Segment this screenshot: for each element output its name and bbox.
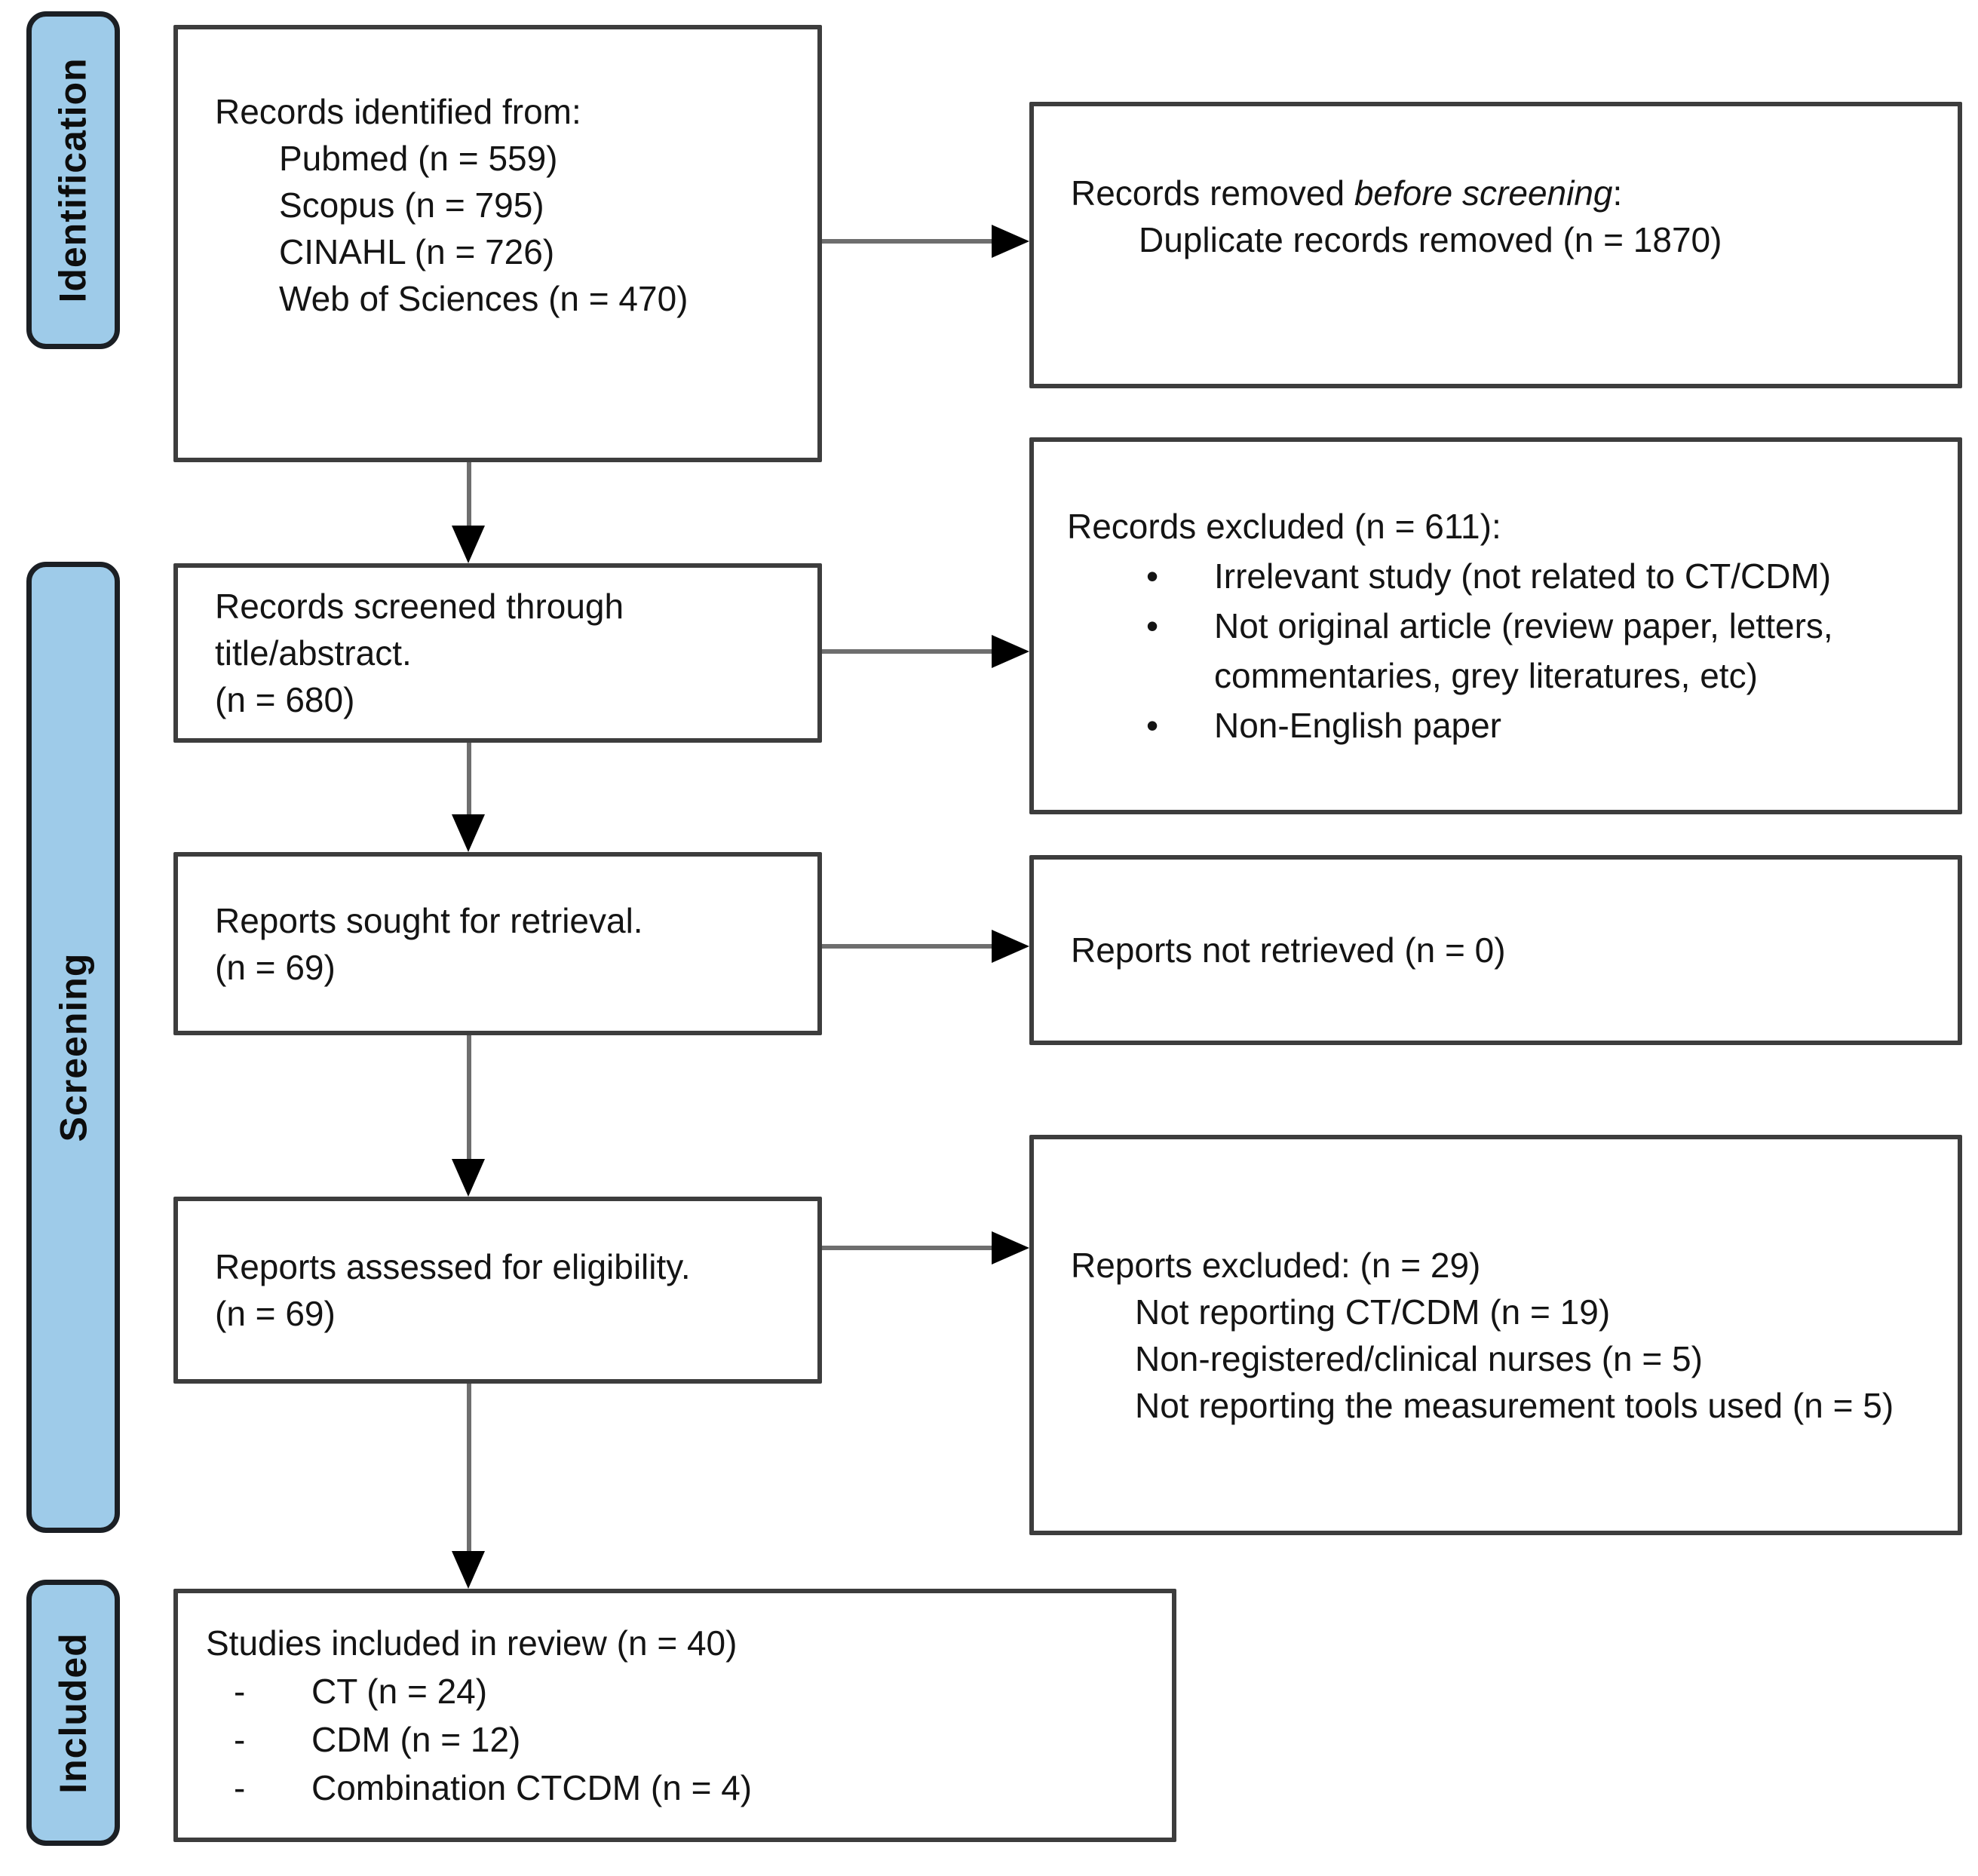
exclusion-item: Non-registered/clinical nurses (n = 5) xyxy=(1135,1338,1703,1378)
exclusion-item: • Not original article (review paper, le… xyxy=(1067,601,1940,700)
arrow-identified-to-removed-shaft xyxy=(822,239,993,244)
stage-label-screening: Screening xyxy=(52,952,94,1142)
box-line: (n = 680) xyxy=(215,680,355,719)
box-line: (n = 69) xyxy=(215,1294,336,1333)
box-reports-sought: Reports sought for retrieval. (n = 69) xyxy=(173,852,822,1035)
box-records-removed: Records removed before screening: Duplic… xyxy=(1029,102,1962,388)
arrow-sought-to-assessed-shaft xyxy=(467,1035,471,1160)
included-item: - CDM (n = 12) xyxy=(234,1715,1172,1764)
title-italic: before screening xyxy=(1354,173,1613,213)
arrow-right-icon xyxy=(992,225,1029,258)
box-title: Records identified from: xyxy=(215,92,581,131)
exclusion-item-text: Not original article (review paper, lett… xyxy=(1214,606,1833,695)
arrow-down-icon xyxy=(452,526,485,563)
dash-icon: - xyxy=(234,1672,246,1711)
included-item: - CT (n = 24) xyxy=(234,1667,1172,1715)
stage-band-included: Included xyxy=(26,1580,120,1846)
source-item: Scopus (n = 795) xyxy=(279,185,544,225)
box-line: Records screened through xyxy=(215,587,624,626)
arrow-right-icon xyxy=(992,930,1029,963)
exclusion-item: • Non-English paper xyxy=(1067,700,1940,750)
included-item-text: CT (n = 24) xyxy=(311,1672,488,1711)
arrow-down-icon xyxy=(452,1159,485,1197)
box-records-screened: Records screened through title/abstract.… xyxy=(173,563,822,743)
arrow-down-icon xyxy=(452,1551,485,1589)
box-studies-included: Studies included in review (n = 40) - CT… xyxy=(173,1589,1176,1842)
dash-icon: - xyxy=(234,1768,246,1807)
stage-label-included: Included xyxy=(52,1632,95,1794)
box-line: Reports sought for retrieval. xyxy=(215,900,643,940)
box-title: Records excluded (n = 611): xyxy=(1067,507,1501,546)
stage-band-screening: Screening xyxy=(26,562,120,1533)
box-title: Studies included in review (n = 40) xyxy=(206,1623,738,1663)
arrow-screened-to-sought-shaft xyxy=(467,743,471,816)
exclusion-item-text: Irrelevant study (not related to CT/CDM) xyxy=(1214,556,1832,596)
exclusion-item: Duplicate records removed (n = 1870) xyxy=(1139,220,1722,259)
box-line: (n = 69) xyxy=(215,947,336,987)
box-line: Reports not retrieved (n = 0) xyxy=(1071,930,1506,970)
arrow-identified-to-screened-shaft xyxy=(467,462,471,527)
bullet-icon: • xyxy=(1146,706,1159,745)
arrow-right-icon xyxy=(992,635,1029,668)
title-prefix: Records removed xyxy=(1071,173,1354,213)
source-item: Web of Sciences (n = 470) xyxy=(279,279,688,318)
box-records-excluded: Records excluded (n = 611): • Irrelevant… xyxy=(1029,437,1962,814)
source-item: Pubmed (n = 559) xyxy=(279,139,558,178)
box-reports-not-retrieved: Reports not retrieved (n = 0) xyxy=(1029,855,1962,1045)
arrow-assessed-to-included-shaft xyxy=(467,1384,471,1553)
box-records-identified: Records identified from: Pubmed (n = 559… xyxy=(173,25,822,462)
arrow-sought-to-notretrieved-shaft xyxy=(822,944,993,949)
box-reports-assessed: Reports assessed for eligibility. (n = 6… xyxy=(173,1197,822,1384)
dash-icon: - xyxy=(234,1720,246,1759)
exclusion-item: • Irrelevant study (not related to CT/CD… xyxy=(1067,551,1940,601)
bullet-icon: • xyxy=(1146,556,1159,596)
box-line: Reports assessed for eligibility. xyxy=(215,1247,691,1286)
arrow-down-icon xyxy=(452,814,485,852)
stage-band-identification: Identification xyxy=(26,11,120,349)
title-suffix: : xyxy=(1612,173,1623,213)
included-item: - Combination CTCDM (n = 4) xyxy=(234,1764,1172,1812)
arrow-screened-to-excluded-shaft xyxy=(822,649,993,654)
included-item-text: CDM (n = 12) xyxy=(311,1720,521,1759)
box-title: Reports excluded: (n = 29) xyxy=(1071,1245,1481,1285)
exclusion-item: Not reporting the measurement tools used… xyxy=(1135,1385,1894,1425)
arrow-right-icon xyxy=(992,1231,1029,1264)
exclusion-item: Not reporting CT/CDM (n = 19) xyxy=(1135,1292,1611,1332)
box-line: title/abstract. xyxy=(215,633,412,673)
bullet-icon: • xyxy=(1146,606,1159,645)
box-title: Records removed before screening: xyxy=(1071,170,1940,216)
exclusion-item-text: Non-English paper xyxy=(1214,706,1502,745)
source-item: CINAHL (n = 726) xyxy=(279,232,555,271)
arrow-assessed-to-excluded-shaft xyxy=(822,1246,993,1250)
box-reports-excluded: Reports excluded: (n = 29) Not reporting… xyxy=(1029,1135,1962,1535)
included-item-text: Combination CTCDM (n = 4) xyxy=(311,1768,753,1807)
stage-label-identification: Identification xyxy=(52,57,95,303)
